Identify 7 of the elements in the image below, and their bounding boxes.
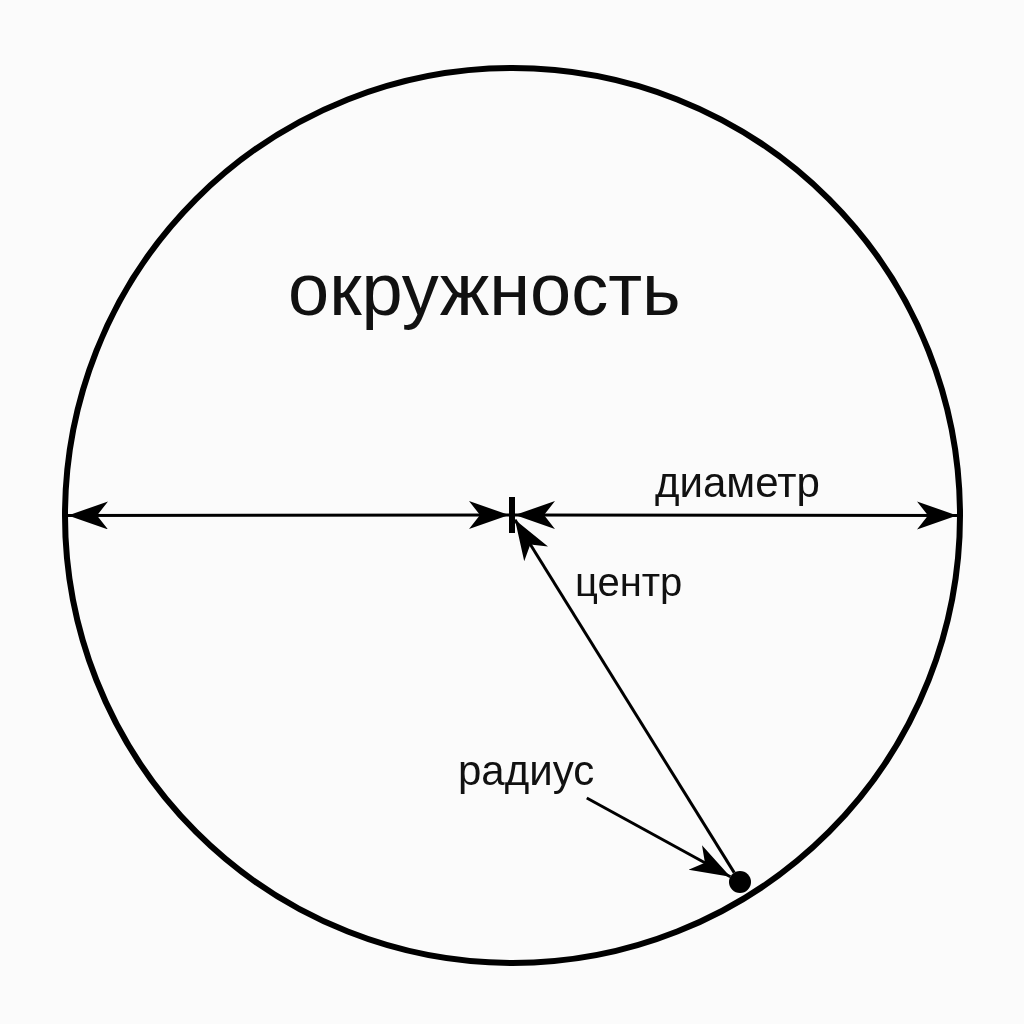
diameter-arrow [515,501,957,530]
radius-arrow [513,519,736,874]
part-label: радиус [458,750,595,792]
leader-arrow [586,796,732,879]
part-label: центр [575,562,683,602]
diameter-arrow [68,501,509,530]
center-tick [509,497,515,533]
